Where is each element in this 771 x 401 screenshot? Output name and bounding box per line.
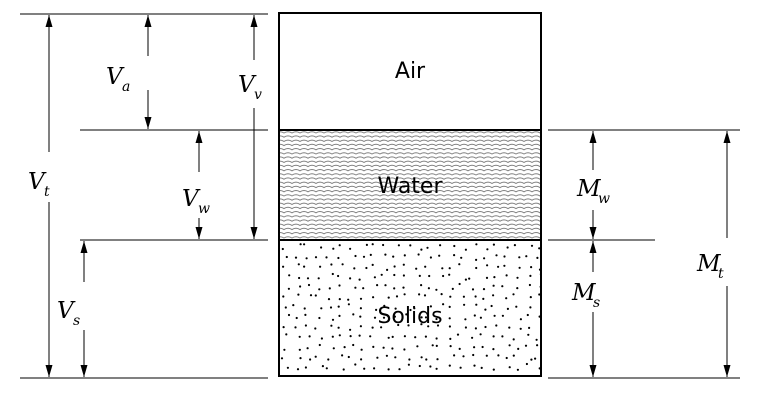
svg-text:V: V <box>238 72 257 98</box>
svg-text:t: t <box>718 266 724 282</box>
phase-column <box>278 12 542 377</box>
svg-text:V: V <box>57 298 76 324</box>
va-label: V a <box>106 64 130 95</box>
vs-label: V s <box>57 298 80 329</box>
vt-label: V t <box>28 169 50 200</box>
mt-label: M t <box>696 251 724 282</box>
svg-text:a: a <box>122 79 130 95</box>
vw-label: V w <box>182 186 210 217</box>
svg-text:M: M <box>576 176 602 202</box>
svg-text:V: V <box>28 169 47 195</box>
svg-text:t: t <box>44 184 50 200</box>
mw-label: M w <box>576 176 610 207</box>
svg-text:w: w <box>598 191 610 207</box>
water-label: Water <box>377 174 443 199</box>
dimension-arrows <box>45 15 731 377</box>
water-wave-pattern <box>280 131 540 239</box>
svg-text:V: V <box>106 64 125 90</box>
ms-label: M s <box>571 280 600 311</box>
svg-text:s: s <box>73 313 80 329</box>
solids-label: Solids <box>377 304 442 329</box>
solids-dot-pattern <box>280 243 540 371</box>
svg-text:w: w <box>198 201 210 217</box>
svg-text:s: s <box>593 295 600 311</box>
svg-text:M: M <box>696 251 722 277</box>
svg-text:v: v <box>254 87 262 103</box>
vv-label: V v <box>238 72 262 103</box>
air-label: Air <box>395 59 426 84</box>
svg-text:V: V <box>182 186 201 212</box>
svg-text:M: M <box>571 280 597 306</box>
